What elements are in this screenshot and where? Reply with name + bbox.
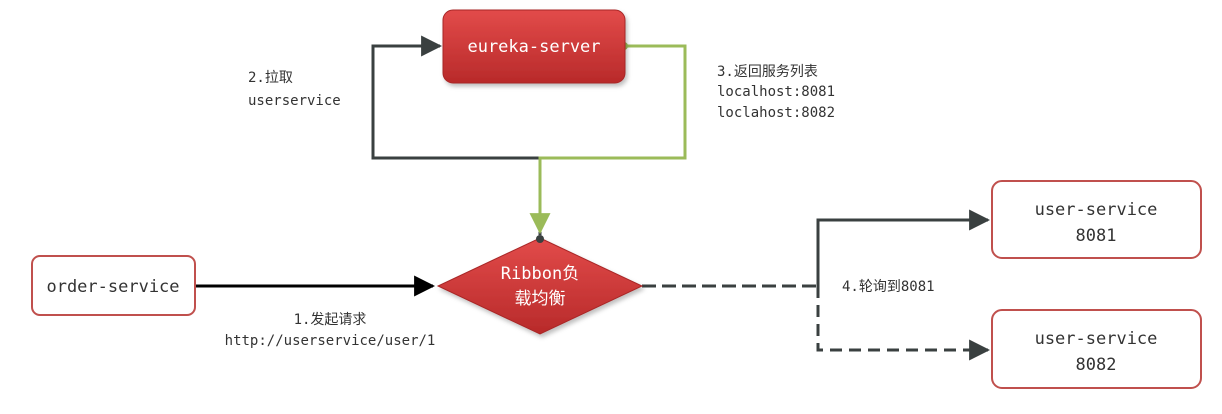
step1-url: http://userservice/user/1 [225, 333, 436, 349]
user-service-8081-node [991, 180, 1202, 259]
poll-8082-connector [816, 286, 991, 361]
step2-title: 2.拉取 [248, 70, 293, 86]
ribbon-top-dot [536, 235, 544, 243]
step3-item2: loclahost:8082 [717, 105, 835, 121]
user-service-8082-name: user-service [1035, 329, 1158, 349]
order-service-node [31, 255, 196, 316]
user-service-8081-port: 8081 [1076, 226, 1117, 246]
step1-title: 1.发起请求 [294, 312, 367, 328]
step2-detail: userservice [248, 93, 341, 109]
step3-title: 3.返回服务列表 [717, 64, 818, 80]
order-service-label: order-service [46, 277, 179, 297]
ribbon-label-line2: 载均衡 [515, 289, 566, 309]
ribbon-load-balancer-node [436, 237, 644, 335]
user-service-8082-port: 8082 [1076, 355, 1117, 375]
poll-8081-connector-solid [816, 218, 985, 286]
return-list-connector [529, 44, 687, 235]
user-service-8082-node [991, 309, 1202, 389]
poll-8081-connector [642, 209, 991, 288]
eureka-server-node [442, 9, 626, 84]
user-service-8081-name: user-service [1035, 200, 1158, 220]
step3-item1: localhost:8081 [717, 84, 835, 100]
step4-title: 4.轮询到8081 [842, 279, 935, 295]
ribbon-label-line1: Ribbon负 [501, 264, 579, 284]
eureka-server-label: eureka-server [467, 37, 600, 57]
